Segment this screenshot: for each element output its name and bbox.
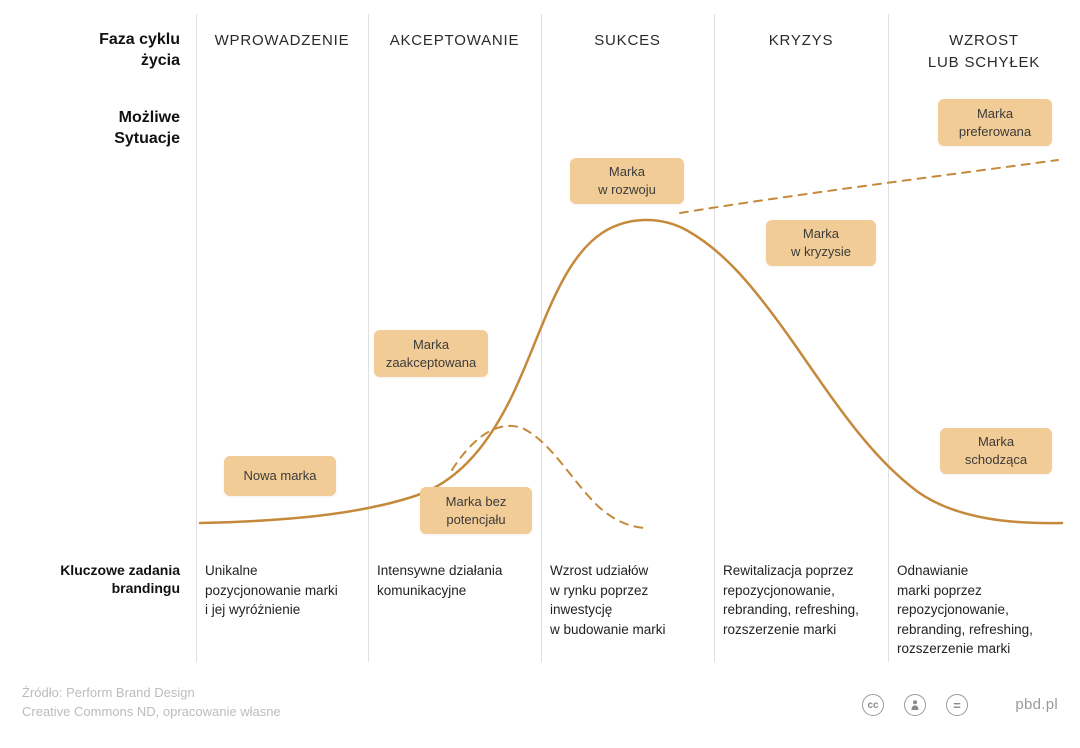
phase-header-kryzys: KRYZYS — [768, 32, 834, 49]
situation-box-marka-schodzaca: Marka schodząca — [940, 428, 1052, 474]
task-wzrost-lub-schylek: Odnawianie marki poprzez repozycjonowani… — [897, 563, 1033, 657]
phase-header-sukces: SUKCES — [594, 32, 661, 49]
row-label-phase: Faza cyklu życia — [99, 31, 180, 69]
column-divider — [888, 14, 889, 662]
situation-box-marka-preferowana: Marka preferowana — [938, 99, 1052, 146]
site-link[interactable]: pbd.pl — [1015, 696, 1058, 713]
task-akceptowanie: Intensywne działania komunikacyjne — [377, 563, 503, 598]
cc-license-icon: cc — [862, 694, 884, 716]
person-icon — [911, 700, 919, 710]
column-divider — [368, 14, 369, 662]
attribution-person-icon — [904, 694, 926, 716]
situation-box-marka-w-kryzysie: Marka w kryzysie — [766, 220, 876, 266]
task-sukces: Wzrost udziałów w rynku poprzez inwestyc… — [550, 563, 666, 637]
no-potential-dashed-curve — [451, 424, 646, 529]
phase-header-akceptowanie: AKCEPTOWANIE — [389, 32, 520, 49]
growth-dashed-line — [679, 159, 1059, 214]
column-divider — [541, 14, 542, 662]
license-icons: cc = — [862, 694, 968, 716]
situation-box-marka-bez-potencjalu: Marka bez potencjału — [420, 487, 532, 534]
situation-box-nowa-marka: Nowa marka — [224, 456, 336, 496]
situation-box-marka-w-rozwoju: Marka w rozwoju — [570, 158, 684, 204]
phase-header-wprowadzenie: WPROWADZENIE — [214, 32, 350, 49]
column-divider — [714, 14, 715, 662]
situation-box-marka-zaakceptowana: Marka zaakceptowana — [374, 330, 488, 377]
task-kryzys: Rewitalizacja poprzez repozycjonowanie, … — [723, 563, 859, 637]
source-attribution: Źródło: Perform Brand Design Creative Co… — [22, 685, 281, 719]
lifecycle-curve-solid — [198, 218, 1064, 525]
row-label-situations: Możliwe Sytuacje — [114, 109, 180, 147]
row-label-tasks: Kluczowe zadania brandingu — [60, 562, 180, 597]
task-wprowadzenie: Unikalne pozycjonowanie marki i jej wyró… — [205, 563, 338, 618]
nd-license-icon: = — [946, 694, 968, 716]
column-divider — [196, 14, 197, 662]
phase-header-wzrost-lub-schylek: WZROST LUB SCHYŁEK — [927, 32, 1041, 71]
